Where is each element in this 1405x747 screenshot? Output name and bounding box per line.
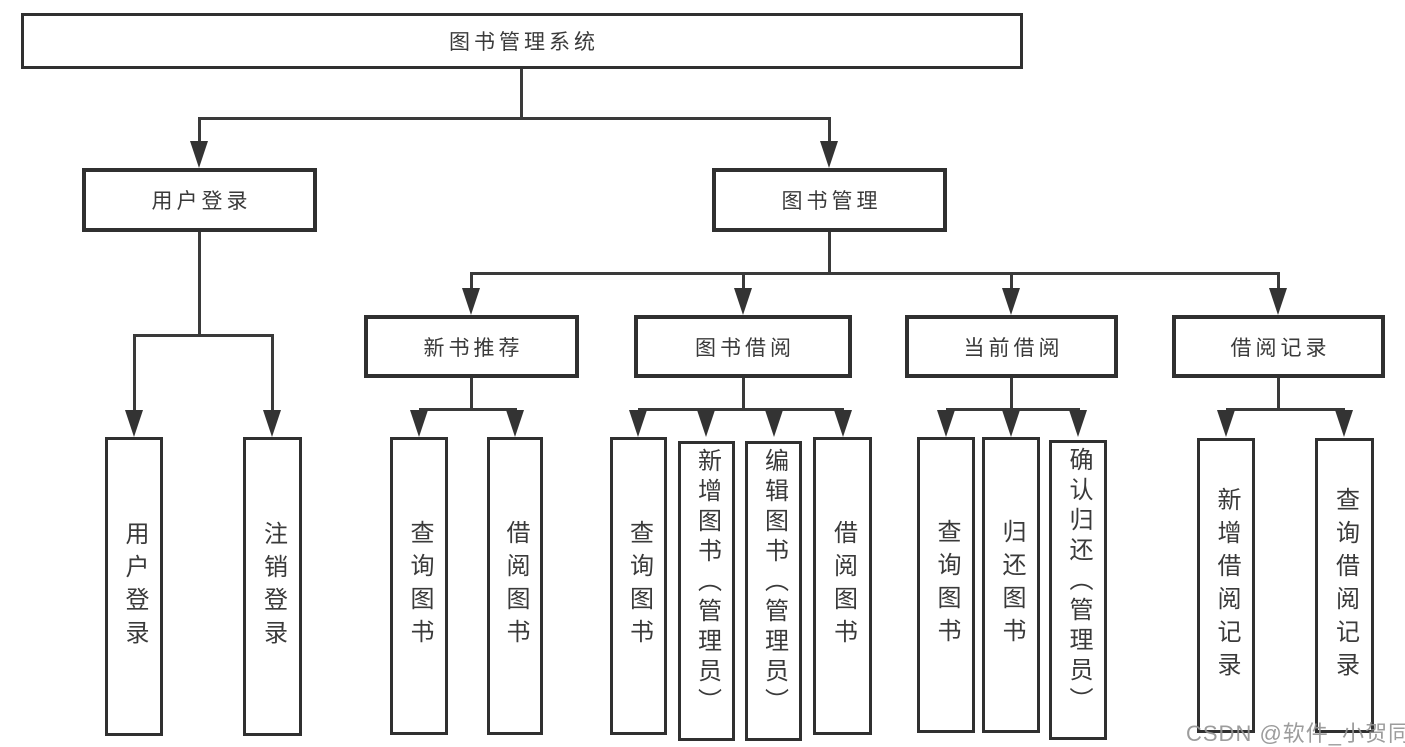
connector-hline xyxy=(638,408,844,411)
leaf-label: 查询图书 xyxy=(933,519,960,651)
leaf-label: 查询借阅记录 xyxy=(1331,486,1359,685)
node-book-management: 图书管理 xyxy=(712,168,947,232)
node-label: 图书借阅 xyxy=(695,336,795,360)
leaf-edit-books-admin: 编辑图书（管理员） xyxy=(745,441,802,741)
node-new-book-recommendation: 新书推荐 xyxy=(364,315,579,378)
arrowhead-down-icon xyxy=(190,141,208,168)
connector-vline xyxy=(470,378,473,411)
connector-vline xyxy=(520,69,523,120)
connector-vline xyxy=(271,334,274,412)
connector-hline xyxy=(419,408,517,411)
arrowhead-down-icon xyxy=(1217,410,1235,437)
leaf-label: 用户登录 xyxy=(121,520,148,653)
connector-hline xyxy=(1226,408,1345,411)
connector-vline xyxy=(1277,378,1280,411)
leaf-query-books-recommend: 查询图书 xyxy=(390,437,448,735)
connector-vline xyxy=(133,334,136,412)
arrowhead-down-icon xyxy=(734,288,752,315)
connector-hline xyxy=(946,408,1080,411)
leaf-logout: 注销登录 xyxy=(243,437,302,736)
node-label: 图书管理系统 xyxy=(449,31,599,54)
arrowhead-down-icon xyxy=(1002,410,1020,437)
arrowhead-down-icon xyxy=(462,288,480,315)
connector-vline xyxy=(742,272,745,292)
leaf-query-books-current: 查询图书 xyxy=(917,437,975,733)
leaf-borrow-books-recommend: 借阅图书 xyxy=(487,437,543,735)
leaf-query-borrow-record: 查询借阅记录 xyxy=(1315,438,1374,733)
arrowhead-down-icon xyxy=(1069,410,1087,437)
leaf-label: 注销登录 xyxy=(259,520,287,653)
arrowhead-down-icon xyxy=(410,410,428,437)
arrowhead-down-icon xyxy=(1269,288,1287,315)
arrowhead-down-icon xyxy=(765,410,783,437)
leaf-user-login: 用户登录 xyxy=(105,437,163,736)
arrowhead-down-icon xyxy=(506,410,524,437)
leaf-label: 借阅图书 xyxy=(829,520,857,652)
leaf-label: 编辑图书（管理员） xyxy=(760,448,788,718)
node-label: 当前借阅 xyxy=(963,336,1064,360)
connector-vline xyxy=(742,378,745,411)
node-borrowing-records: 借阅记录 xyxy=(1172,315,1385,378)
leaf-borrow-books-borrowing: 借阅图书 xyxy=(813,437,872,735)
connector-vline xyxy=(1010,378,1013,411)
leaf-query-books-borrowing: 查询图书 xyxy=(610,437,667,735)
node-label: 新书推荐 xyxy=(423,336,524,360)
arrowhead-down-icon xyxy=(937,410,955,437)
connector-vline xyxy=(828,232,831,275)
arrowhead-down-icon xyxy=(629,410,647,437)
leaf-label: 确认归还（管理员） xyxy=(1065,447,1092,717)
arrowhead-down-icon xyxy=(834,410,852,437)
leaf-label: 新增借阅记录 xyxy=(1213,486,1240,685)
node-label: 图书管理 xyxy=(781,190,882,213)
leaf-label: 查询图书 xyxy=(625,520,653,652)
connector-hline xyxy=(134,334,274,337)
leaf-add-books-admin: 新增图书（管理员） xyxy=(678,441,735,741)
connector-vline xyxy=(470,272,473,292)
leaf-label: 新增图书（管理员） xyxy=(693,448,721,718)
node-book-borrowing: 图书借阅 xyxy=(634,315,852,378)
arrowhead-down-icon xyxy=(1335,410,1353,437)
arrowhead-down-icon xyxy=(1002,288,1020,315)
node-label: 借阅记录 xyxy=(1230,336,1331,360)
arrowhead-down-icon xyxy=(125,410,143,437)
leaf-return-books: 归还图书 xyxy=(982,437,1040,733)
leaf-confirm-return-admin: 确认归还（管理员） xyxy=(1049,440,1107,740)
connector-vline xyxy=(198,117,201,145)
connector-vline xyxy=(828,117,831,145)
connector-hline xyxy=(471,272,1279,275)
leaf-add-borrow-record: 新增借阅记录 xyxy=(1197,438,1255,733)
node-current-borrowing: 当前借阅 xyxy=(905,315,1118,378)
node-user-login: 用户登录 xyxy=(82,168,317,232)
node-library-management-system: 图书管理系统 xyxy=(21,13,1023,69)
connector-hline xyxy=(199,117,831,120)
connector-vline xyxy=(1010,272,1013,292)
leaf-label: 借阅图书 xyxy=(502,520,529,652)
csdn-watermark: CSDN @软件_小贺同学 xyxy=(1186,721,1405,746)
arrowhead-down-icon xyxy=(697,410,715,437)
leaf-label: 归还图书 xyxy=(998,519,1025,651)
connector-vline xyxy=(1277,272,1280,292)
leaf-label: 查询图书 xyxy=(406,520,433,652)
node-label: 用户登录 xyxy=(151,190,252,213)
arrowhead-down-icon xyxy=(820,141,838,168)
arrowhead-down-icon xyxy=(263,410,281,437)
connector-vline xyxy=(198,232,201,337)
